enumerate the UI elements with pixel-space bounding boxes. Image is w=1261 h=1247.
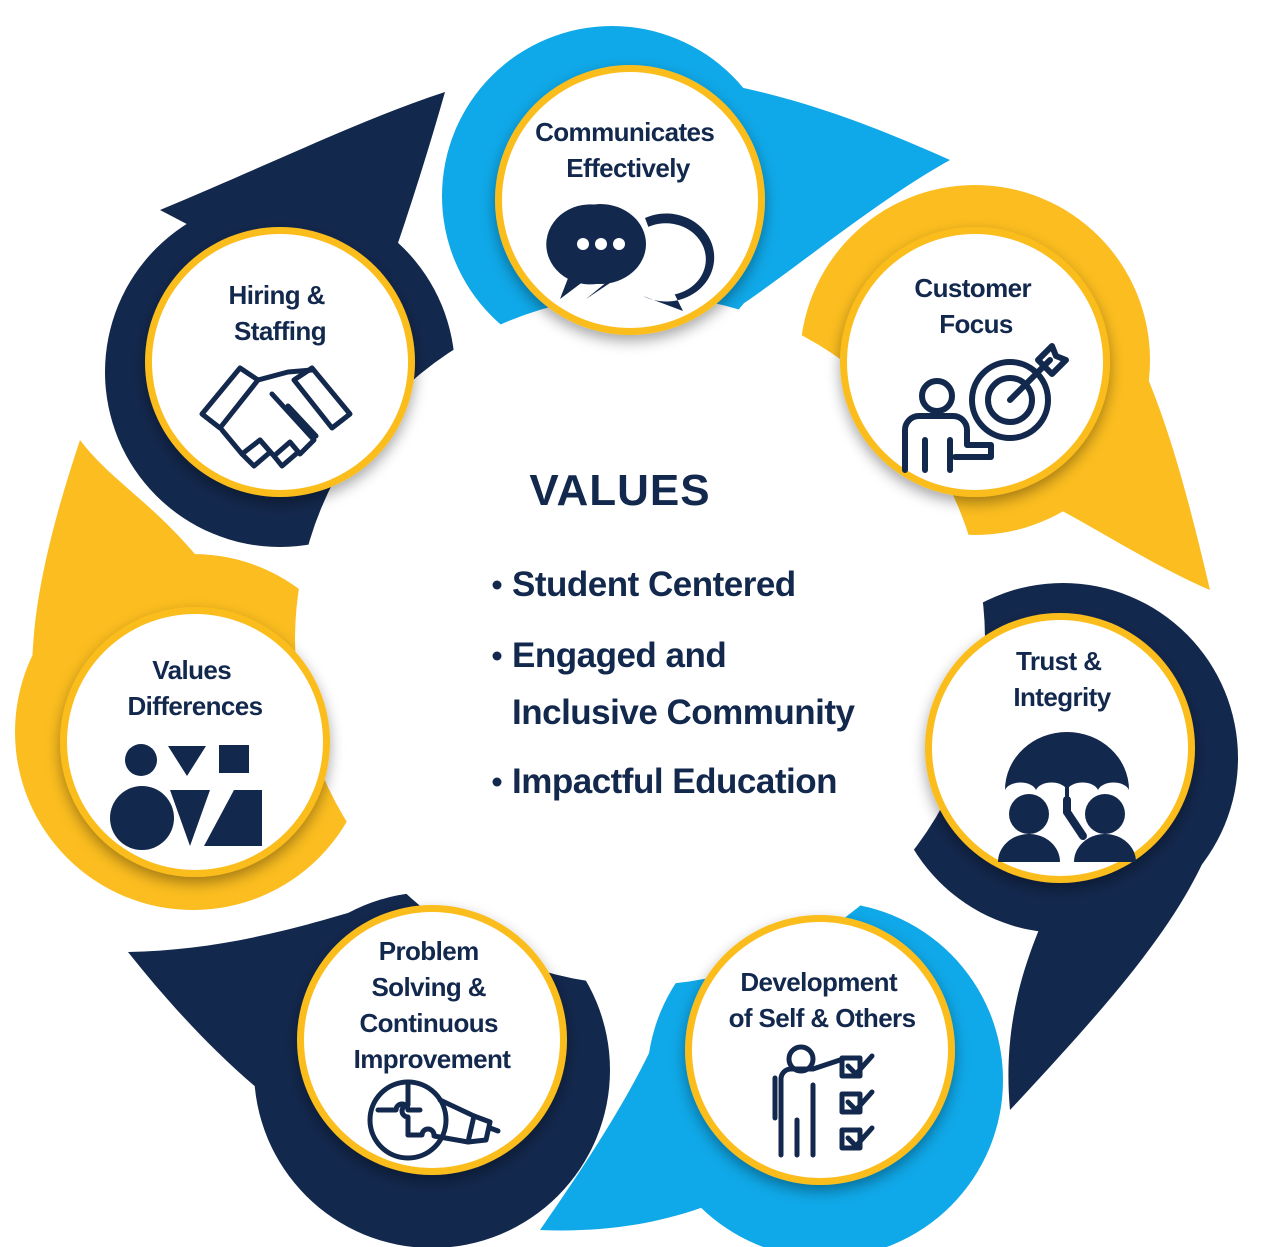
- label-problem: Problem Solving & Continuous Improvement: [354, 936, 512, 1074]
- value-item-3: Impactful Education: [512, 762, 837, 801]
- node-values-diff: [60, 607, 330, 877]
- speech-bubbles-icon: [546, 204, 715, 311]
- label-development: Development of Self & Others: [729, 967, 916, 1033]
- center-disc: [295, 295, 985, 985]
- label-hiring: Hiring & Staffing: [229, 280, 332, 346]
- center-title: VALUES: [529, 466, 710, 515]
- bullet-3: [492, 777, 502, 787]
- shapes-icon: [110, 744, 262, 850]
- puzzle-lightbulb-icon: [367, 1079, 501, 1161]
- node-communicates: [495, 65, 765, 335]
- presenter-checklist-icon: [772, 1044, 875, 1158]
- value-item-2: Engaged and Inclusive Community: [512, 636, 856, 732]
- umbrella-people-icon: [998, 732, 1136, 862]
- node-development: [685, 915, 955, 1185]
- label-values-diff: Values Differences: [127, 655, 262, 721]
- handshake-icon: [199, 365, 353, 469]
- bullet-1: [492, 580, 502, 590]
- label-communicates: Communicates Effectively: [535, 117, 721, 183]
- node-problem: [297, 905, 567, 1175]
- label-trust: Trust & Integrity: [1013, 646, 1111, 712]
- center-content: VALUES Student Centered Engaged and Incl…: [492, 466, 856, 801]
- value-item-1: Student Centered: [512, 565, 796, 604]
- target-person-icon: [902, 343, 1069, 473]
- bullet-2: [492, 651, 502, 661]
- node-labels: Communicates Effectively Customer Focus …: [127, 117, 1112, 1074]
- label-customer: Customer Focus: [914, 273, 1037, 339]
- node-hiring: [145, 227, 415, 497]
